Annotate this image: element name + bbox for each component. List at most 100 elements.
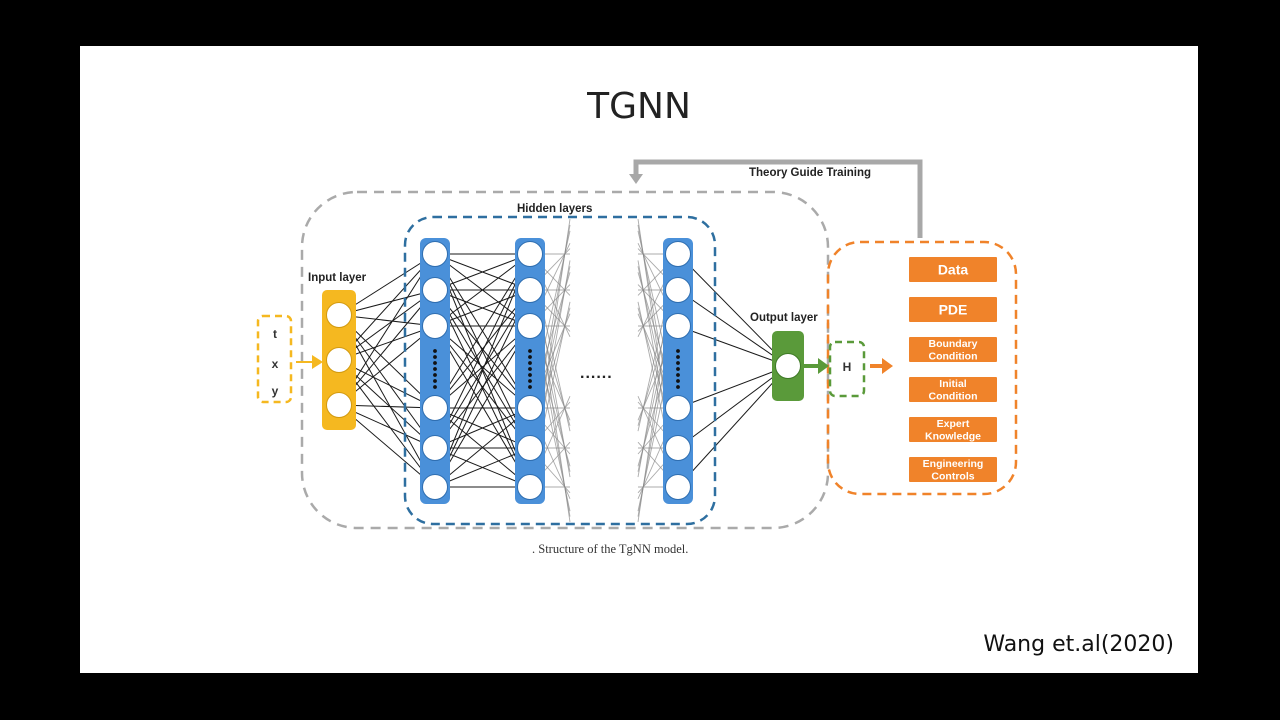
edge-hidden-hidden (434, 289, 531, 488)
edge-hidden-hidden (434, 253, 531, 449)
neuron-ellipsis-dot (433, 361, 437, 365)
feedback-path (633, 159, 923, 238)
hidden-neuron (422, 277, 448, 303)
constraints-frame (826, 240, 1018, 496)
constraint-label: Expert (937, 418, 970, 430)
feedback-arrowhead (629, 174, 643, 184)
edge-hidden-output (677, 365, 789, 449)
slide-title: TGNN (587, 86, 691, 127)
output-neuron (775, 353, 801, 379)
input-neuron (326, 302, 352, 328)
edge-hidden-hidden (434, 447, 531, 488)
constraint-box-bg (909, 417, 997, 442)
neuron-ellipsis-dot (433, 379, 437, 383)
neuron-ellipsis-dot (528, 349, 532, 353)
figure-caption: . Structure of the TgNN model. (532, 542, 689, 556)
neuron-ellipsis-dot (528, 379, 532, 383)
constraint-label: Data (938, 262, 969, 278)
constraint-arrow (870, 358, 893, 374)
constraint-box-bg (909, 257, 997, 282)
edge-hidden-hidden (434, 253, 531, 327)
neuron-ellipsis-dot (433, 367, 437, 371)
output-variable: H (843, 360, 852, 374)
hidden-neuron (517, 395, 543, 421)
edge-hidden-output (677, 289, 789, 367)
model-frame (300, 190, 830, 530)
hidden-neuron (517, 474, 543, 500)
input-variables-frame (256, 314, 293, 404)
hidden-neuron (517, 277, 543, 303)
constraint-box: PDE (909, 297, 997, 322)
hidden-neuron (422, 395, 448, 421)
group-frames (256, 190, 1018, 530)
constraint-label: Engineering (923, 458, 984, 470)
edge-hidden-hidden (434, 407, 531, 449)
edge-hidden-output (677, 365, 789, 409)
neuron-ellipsis-dot (433, 355, 437, 359)
constraint-box-bg (909, 377, 997, 402)
neuron-ellipsis-dot (676, 361, 680, 365)
edge-hidden-hidden (434, 253, 531, 291)
input-neuron (326, 347, 352, 373)
output-variable-frame (828, 340, 866, 398)
edge-hidden-output (677, 253, 789, 367)
input-arrow (296, 355, 323, 369)
hidden-neuron (422, 435, 448, 461)
input-layer-label: Input layer (308, 272, 367, 284)
hidden-layers-label: Hidden layers (517, 203, 592, 215)
edge-hidden-output (677, 365, 789, 488)
hidden-neuron (665, 435, 691, 461)
input-variable-t: t (273, 327, 277, 341)
neuron-ellipsis-dot (528, 385, 532, 389)
constraint-label: Condition (929, 391, 978, 403)
hidden-neuron (665, 241, 691, 267)
hidden-neuron (665, 313, 691, 339)
hidden-neuron (517, 313, 543, 339)
neuron-ellipsis-dot (433, 373, 437, 377)
constraint-box: Data (909, 257, 997, 282)
neuron-ellipsis-dot (676, 355, 680, 359)
neuron-ellipsis-dot (528, 367, 532, 371)
input-variable-x: x (272, 357, 279, 371)
network-layers (296, 159, 923, 504)
hidden-neuron (665, 474, 691, 500)
neuron-ellipsis-dot (528, 355, 532, 359)
constraint-label: Controls (931, 471, 974, 483)
neuron-ellipsis-dot (528, 373, 532, 377)
hidden-neuron (517, 241, 543, 267)
edge-hidden-output (677, 325, 789, 367)
neuron-ellipsis-dot (433, 385, 437, 389)
edge-hidden-hidden (434, 253, 531, 409)
hidden-neuron (517, 435, 543, 461)
edge-hidden-hidden (434, 253, 531, 488)
constraint-label: Condition (929, 351, 978, 363)
constraint-box-bg (909, 297, 997, 322)
hidden-neuron (665, 277, 691, 303)
hidden-neuron (422, 313, 448, 339)
neuron-ellipsis-dot (676, 349, 680, 353)
constraint-box-bg (909, 337, 997, 362)
edge-hidden-hidden (434, 407, 531, 488)
neuron-ellipsis-dot (676, 373, 680, 377)
hidden-layers-frame (403, 215, 717, 526)
output-layer-label: Output layer (750, 312, 818, 324)
network-connections (338, 218, 789, 523)
edge-hidden-hidden (434, 289, 531, 409)
constraint-label: Boundary (928, 338, 977, 350)
edge-hidden-hidden (434, 289, 531, 327)
constraint-label: PDE (939, 302, 968, 318)
hidden-neuron (422, 241, 448, 267)
constraint-box-bg (909, 457, 997, 482)
constraint-label: Initial (939, 378, 967, 390)
edge-hidden-hidden (434, 325, 531, 409)
hidden-neuron (665, 395, 691, 421)
citation: Wang et.al(2020) (983, 632, 1174, 657)
edge-hidden-hidden (434, 325, 531, 488)
edge-hidden-hidden (434, 325, 531, 449)
